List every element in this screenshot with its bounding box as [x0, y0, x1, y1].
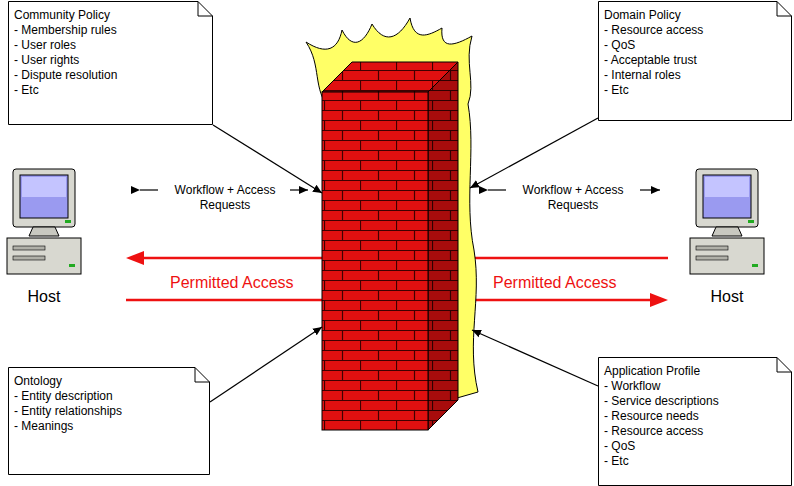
document-box: Community Policy- Membership rules- User…: [8, 1, 213, 125]
policy-arrow: [470, 118, 598, 188]
list-item: - User rights: [14, 53, 117, 68]
list-item: - Internal roles: [604, 68, 703, 83]
document-box: Application Profile- Workflow- Service d…: [598, 357, 792, 486]
document-heading: Application Profile: [604, 364, 719, 379]
request-label: Workflow + Access Requests: [508, 183, 638, 213]
list-item: - Entity relationships: [14, 404, 122, 419]
policy-arrow: [210, 327, 322, 402]
document-heading: Ontology: [14, 374, 122, 389]
document-text: Community Policy- Membership rules- User…: [8, 1, 117, 98]
list-item: - Meanings: [14, 419, 122, 434]
edge-label: Permitted Access: [491, 274, 619, 292]
list-item: - Resource needs: [604, 409, 719, 424]
computer-icon: [688, 166, 766, 284]
document-heading: Community Policy: [14, 8, 117, 23]
host-computer: Host: [2, 166, 126, 312]
list-item: - Etc: [604, 454, 719, 469]
document-text: Ontology- Entity description- Entity rel…: [8, 367, 122, 434]
document-text: Domain Policy- Resource access- QoS- Acc…: [598, 1, 703, 98]
edge-label: Permitted Access: [168, 274, 296, 292]
wall-front: [322, 92, 428, 430]
list-item: - Service descriptions: [604, 394, 719, 409]
list-item: - Acceptable trust: [604, 53, 703, 68]
list-item: - Etc: [14, 83, 117, 98]
document-text: Application Profile- Workflow- Service d…: [598, 357, 719, 469]
list-item: - Etc: [604, 83, 703, 98]
host-label: Host: [688, 288, 766, 306]
computer-icon: [5, 166, 83, 284]
list-item: - User roles: [14, 38, 117, 53]
list-item: - Resource access: [604, 23, 703, 38]
list-item: - QoS: [604, 38, 703, 53]
document-heading: Domain Policy: [604, 8, 703, 23]
list-item: - QoS: [604, 439, 719, 454]
wall-side: [428, 62, 458, 430]
list-item: - Entity description: [14, 389, 122, 404]
policy-arrow: [472, 330, 598, 386]
document-box: Ontology- Entity description- Entity rel…: [8, 367, 210, 475]
list-item: - Dispute resolution: [14, 68, 117, 83]
list-item: - Membership rules: [14, 23, 117, 38]
host-computer: Host: [668, 166, 792, 312]
request-label: Workflow + Access Requests: [160, 183, 290, 213]
list-item: - Workflow: [604, 379, 719, 394]
document-box: Domain Policy- Resource access- QoS- Acc…: [598, 1, 792, 121]
host-label: Host: [5, 288, 83, 306]
list-item: - Resource access: [604, 424, 719, 439]
